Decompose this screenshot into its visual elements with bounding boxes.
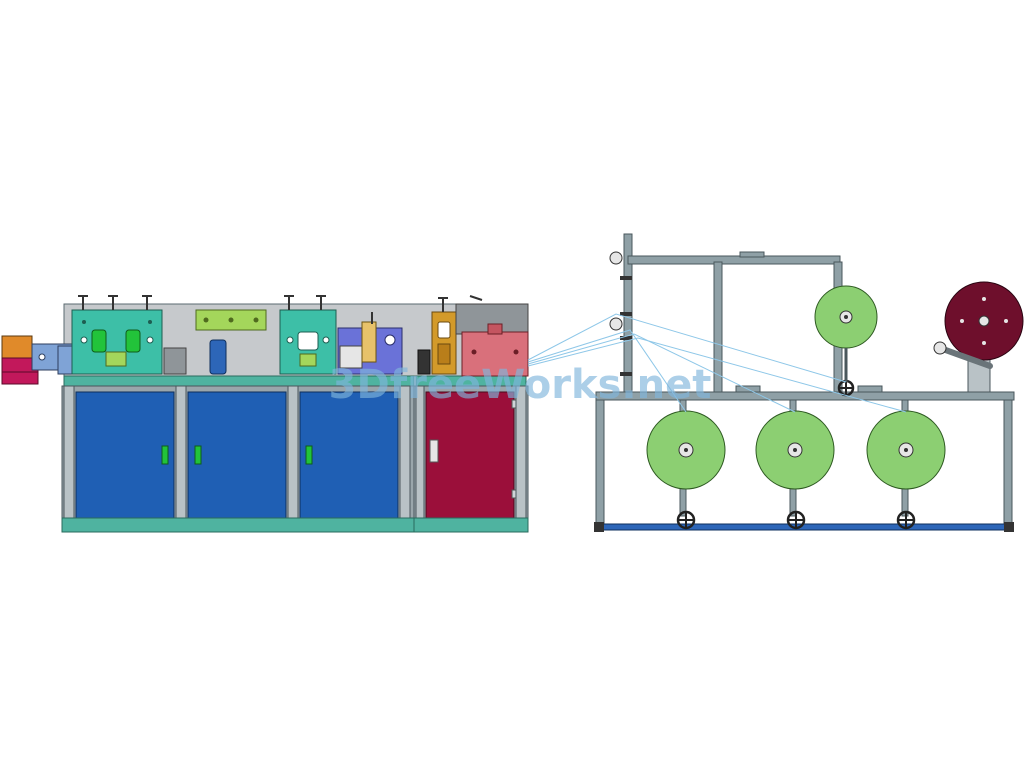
cabinet-door-red	[425, 391, 515, 519]
hand-wheel-upper	[837, 379, 855, 397]
ochre-welding-unit	[417, 297, 457, 375]
watermark-text: 3DfreeWorks.net	[329, 362, 712, 408]
frame-base	[595, 523, 1013, 531]
salmon-press-unit	[461, 295, 529, 377]
right-unwind-frame	[594, 233, 1024, 532]
hand-wheel-3	[896, 510, 916, 530]
side-feeder	[1, 335, 73, 385]
nose-wire-roll	[933, 281, 1024, 393]
material-roll-upper	[814, 285, 878, 382]
left-machine	[1, 295, 529, 533]
blue-pillar	[209, 339, 227, 375]
violet-cutting-unit	[337, 312, 403, 375]
material-roll-3	[866, 410, 946, 490]
cabinet-door-1	[75, 391, 175, 519]
top-beam	[627, 255, 841, 265]
teal-roller-unit-2	[279, 295, 337, 375]
guide-roller-1	[609, 251, 623, 265]
teal-roller-unit-1	[71, 295, 163, 375]
cabinet-door-2	[187, 391, 287, 519]
hand-wheel-1	[676, 510, 696, 530]
material-roll-1	[646, 410, 726, 490]
bottom-rail	[61, 517, 415, 533]
frame-table-top	[595, 391, 1015, 401]
cabinet-door-3	[299, 391, 399, 519]
material-web-lines	[527, 313, 907, 413]
sensor-box	[163, 347, 187, 375]
material-roll-2	[755, 410, 835, 490]
hand-wheel-2	[786, 510, 806, 530]
guide-roller-2	[609, 317, 623, 331]
